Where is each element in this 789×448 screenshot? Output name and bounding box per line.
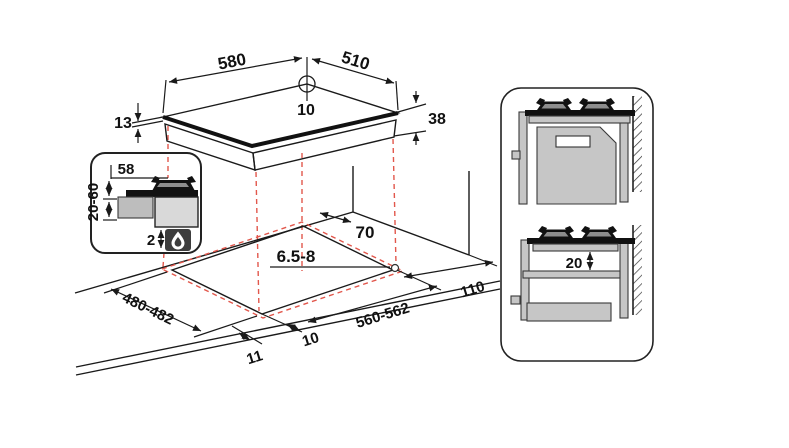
gas-pipe-stub [511, 150, 521, 160]
dim-glass-edge: 13 [114, 115, 132, 132]
cabinet-side-right [619, 241, 629, 319]
oven-vent [555, 135, 591, 148]
dim-line-70 [319, 211, 352, 224]
hob-projection-outline [160, 221, 405, 319]
dim-side-clearance: 110 [459, 278, 487, 301]
dim-rear-clearance: 70 [356, 223, 375, 242]
fixing-hole [390, 263, 400, 273]
dim-edge-clearance: 58 [118, 161, 135, 178]
dim-shelf-clearance: 20 [566, 255, 583, 272]
dim-line-510 [311, 57, 395, 85]
wall-hatch-bottom [633, 225, 642, 315]
drawer-box [526, 302, 612, 322]
projection-lines [162, 126, 397, 312]
section-above-drawer: 20 [510, 225, 642, 322]
dim-front-overhang: 11 [245, 347, 265, 368]
hob-plate-section [126, 190, 198, 197]
hob-glass-top [160, 83, 401, 147]
dim-line-110 [403, 259, 494, 280]
dim-line-580 [168, 56, 303, 84]
dim-body-height: 38 [428, 111, 446, 128]
dim-side-overhang: 10 [300, 329, 321, 350]
cabinet-side-right [619, 113, 629, 203]
hob-glass-edge [162, 111, 399, 149]
dim-width: 580 [216, 50, 247, 74]
gas-pipe-stub [510, 295, 521, 305]
dim-line-560 [307, 284, 438, 324]
gas-flame-icon [171, 231, 185, 250]
dim-bottom-gap: 2 [147, 232, 155, 249]
hob-body-section [154, 196, 199, 228]
side-views-panel: 20 [500, 87, 654, 362]
worktop-rear-edge [74, 211, 354, 294]
separator-shelf [522, 270, 621, 279]
dim-depth: 510 [339, 48, 372, 74]
hob-side-face-right [252, 119, 397, 171]
dim-cutout-depth: 480-482 [120, 289, 177, 328]
section-above-oven [511, 96, 642, 205]
section-detail-inset: 58 20-60 2 [85, 152, 202, 254]
dim-line-480 [110, 288, 202, 332]
wall-hatch-top [633, 96, 642, 192]
hob-profile [527, 238, 635, 244]
worktop-section [117, 196, 154, 219]
cabinet-side-left [520, 239, 530, 321]
hob-profile [525, 110, 635, 116]
hob-top-view: 10 580 510 13 38 [114, 48, 446, 172]
dim-fixing-hole: 6.5-8 [277, 247, 316, 266]
dim-hole-offset: 10 [297, 102, 315, 119]
dim-worktop-thickness: 20-60 [85, 183, 102, 221]
